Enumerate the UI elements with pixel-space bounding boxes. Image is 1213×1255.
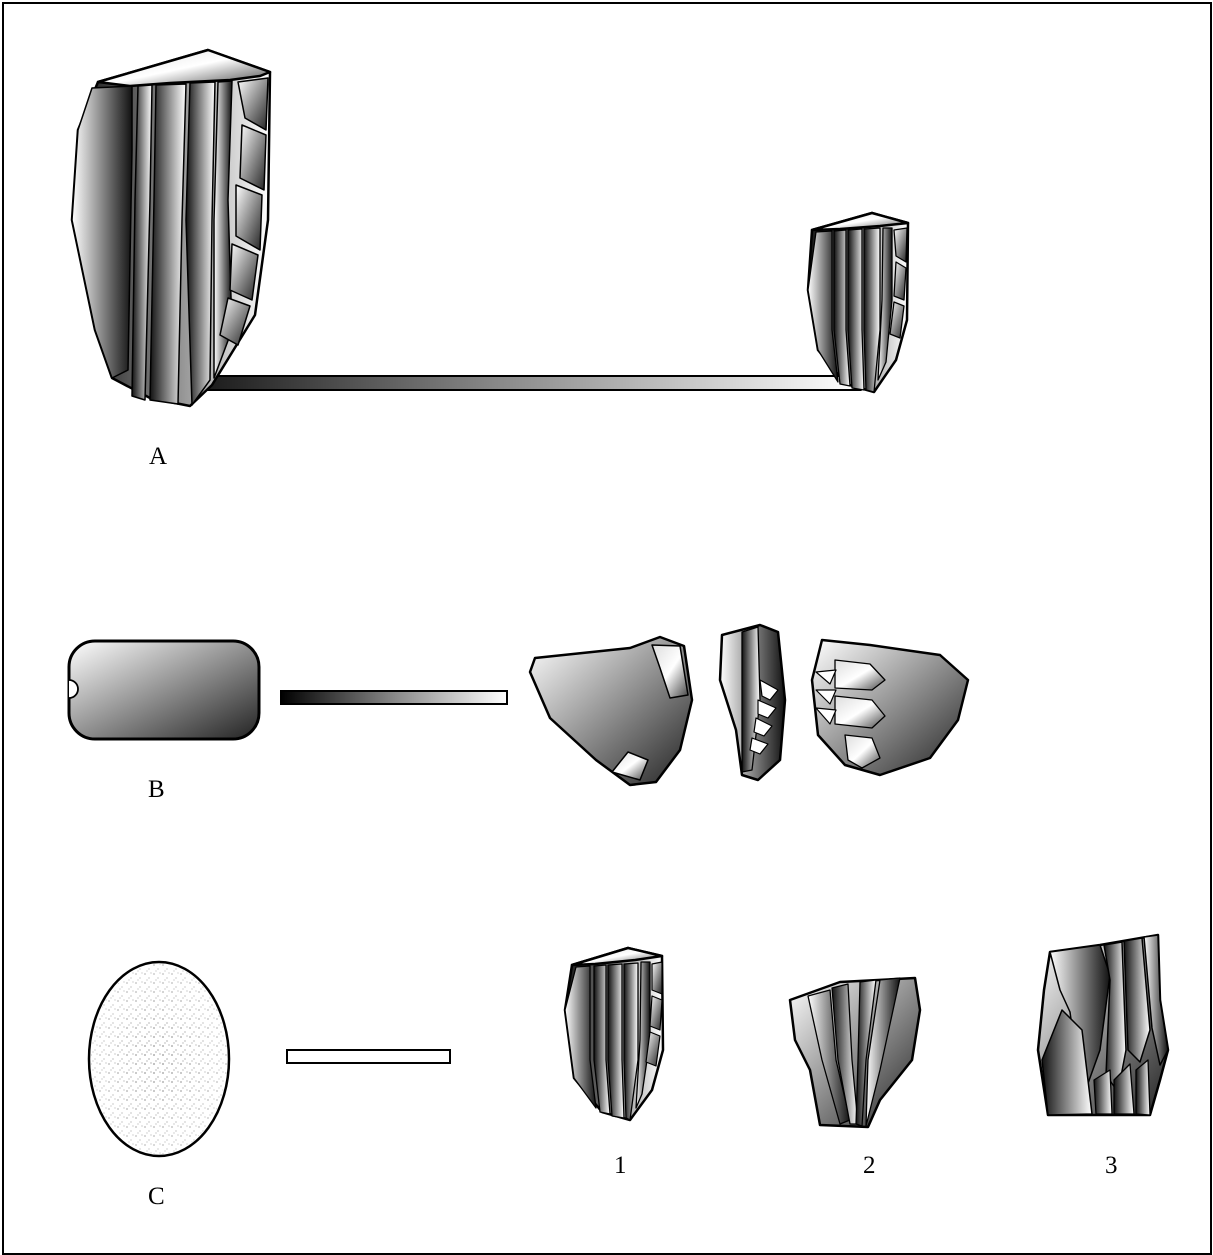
- preform-block: [69, 641, 259, 739]
- pebble-nodule: [89, 962, 229, 1156]
- scale-bar-c: [287, 1050, 450, 1063]
- label-c-3: 3: [1105, 1153, 1118, 1178]
- flake-b-1: [530, 637, 692, 785]
- label-c: C: [148, 1184, 165, 1209]
- label-a: A: [149, 444, 167, 469]
- label-b: B: [148, 777, 165, 802]
- large-blade-core: [72, 50, 270, 406]
- scale-bar-a: [132, 376, 860, 390]
- label-c-2: 2: [863, 1153, 876, 1178]
- core-c-2: [790, 978, 920, 1127]
- small-blade-core: [808, 213, 908, 392]
- label-c-1: 1: [614, 1153, 627, 1178]
- flake-b-3: [812, 640, 968, 775]
- core-c-3: [1038, 935, 1168, 1115]
- flake-b-2: [720, 625, 785, 780]
- scale-bar-b: [281, 691, 507, 704]
- core-c-1: [565, 948, 663, 1120]
